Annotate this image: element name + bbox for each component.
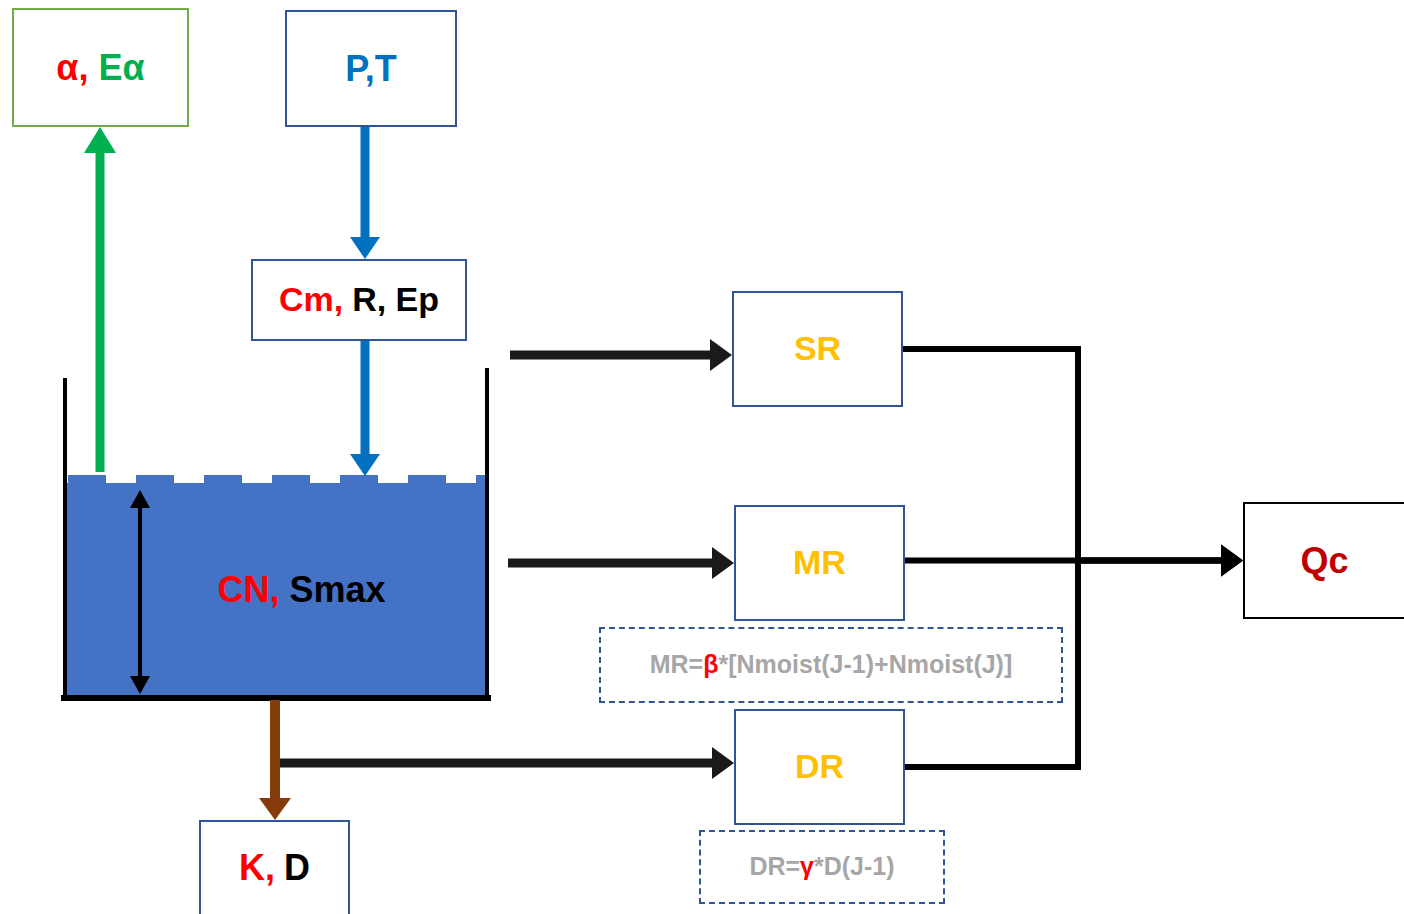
node-label: γ: [800, 853, 814, 881]
node-label: DR=: [749, 853, 800, 881]
arrow-head: [259, 798, 291, 820]
depth-arrow-head: [130, 676, 150, 694]
tank-left-wall: [63, 378, 67, 700]
runoff-box: MR: [734, 505, 905, 621]
node-label: Cm,: [279, 281, 343, 318]
node-label: Eα: [98, 48, 144, 88]
node-label: CN,: [217, 570, 279, 610]
node-label: R, Ep: [352, 281, 439, 318]
arrow-head: [712, 547, 734, 579]
water-fill: [65, 476, 487, 698]
node-label: Smax: [289, 570, 385, 610]
flow-connector: [361, 127, 370, 238]
output-box: α,Eα: [12, 8, 189, 127]
depth-arrow-head: [130, 490, 150, 508]
flow-connector: [508, 559, 713, 568]
node-label: MR=: [650, 651, 703, 679]
reservoir-tank: CN,Smax: [63, 482, 490, 698]
formula-box: MR=β*[Nmoist(J-1)+Nmoist(J)]: [599, 627, 1063, 703]
process-box: Cm,R, Ep: [251, 259, 467, 341]
node-label: MR: [793, 544, 846, 581]
flow-connector: [96, 152, 105, 472]
flow-connector: [903, 349, 1222, 561]
arrow-head: [350, 237, 380, 259]
formula-box: DR=γ*D(J-1): [699, 830, 945, 904]
water-surface-dash: [68, 475, 487, 483]
depth-arrow: [138, 506, 142, 678]
node-label: *D(J-1): [814, 853, 895, 881]
arrow-head: [712, 747, 734, 779]
arrow-head: [84, 127, 116, 153]
node-label: DR: [795, 748, 844, 785]
node-label: *[Nmoist(J-1)+Nmoist(J)]: [718, 651, 1012, 679]
arrow-head: [1221, 545, 1243, 577]
runoff-box: SR: [732, 291, 903, 407]
flow-connector: [279, 759, 713, 768]
runoff-box: DR: [734, 709, 905, 825]
output-box: Qc: [1243, 502, 1404, 619]
flow-connector: [510, 351, 711, 360]
tank-right-wall: [485, 368, 489, 700]
node-label: D: [284, 848, 310, 888]
node-label: α,: [56, 48, 88, 88]
process-box: K,D: [199, 820, 350, 914]
input-box: P,T: [285, 10, 457, 127]
node-label: P,T: [345, 49, 396, 89]
node-label: β: [703, 651, 718, 679]
node-label: Qc: [1300, 541, 1348, 581]
arrow-head: [710, 339, 732, 371]
water-surface-gap: [65, 475, 487, 483]
node-label: SR: [794, 330, 841, 367]
arrow-head: [350, 454, 380, 476]
arrow-head: [1221, 545, 1243, 577]
flow-connector: [270, 700, 280, 799]
flow-connector: [361, 341, 370, 455]
node-label: K,: [239, 848, 275, 888]
arrow-head: [1221, 545, 1243, 577]
